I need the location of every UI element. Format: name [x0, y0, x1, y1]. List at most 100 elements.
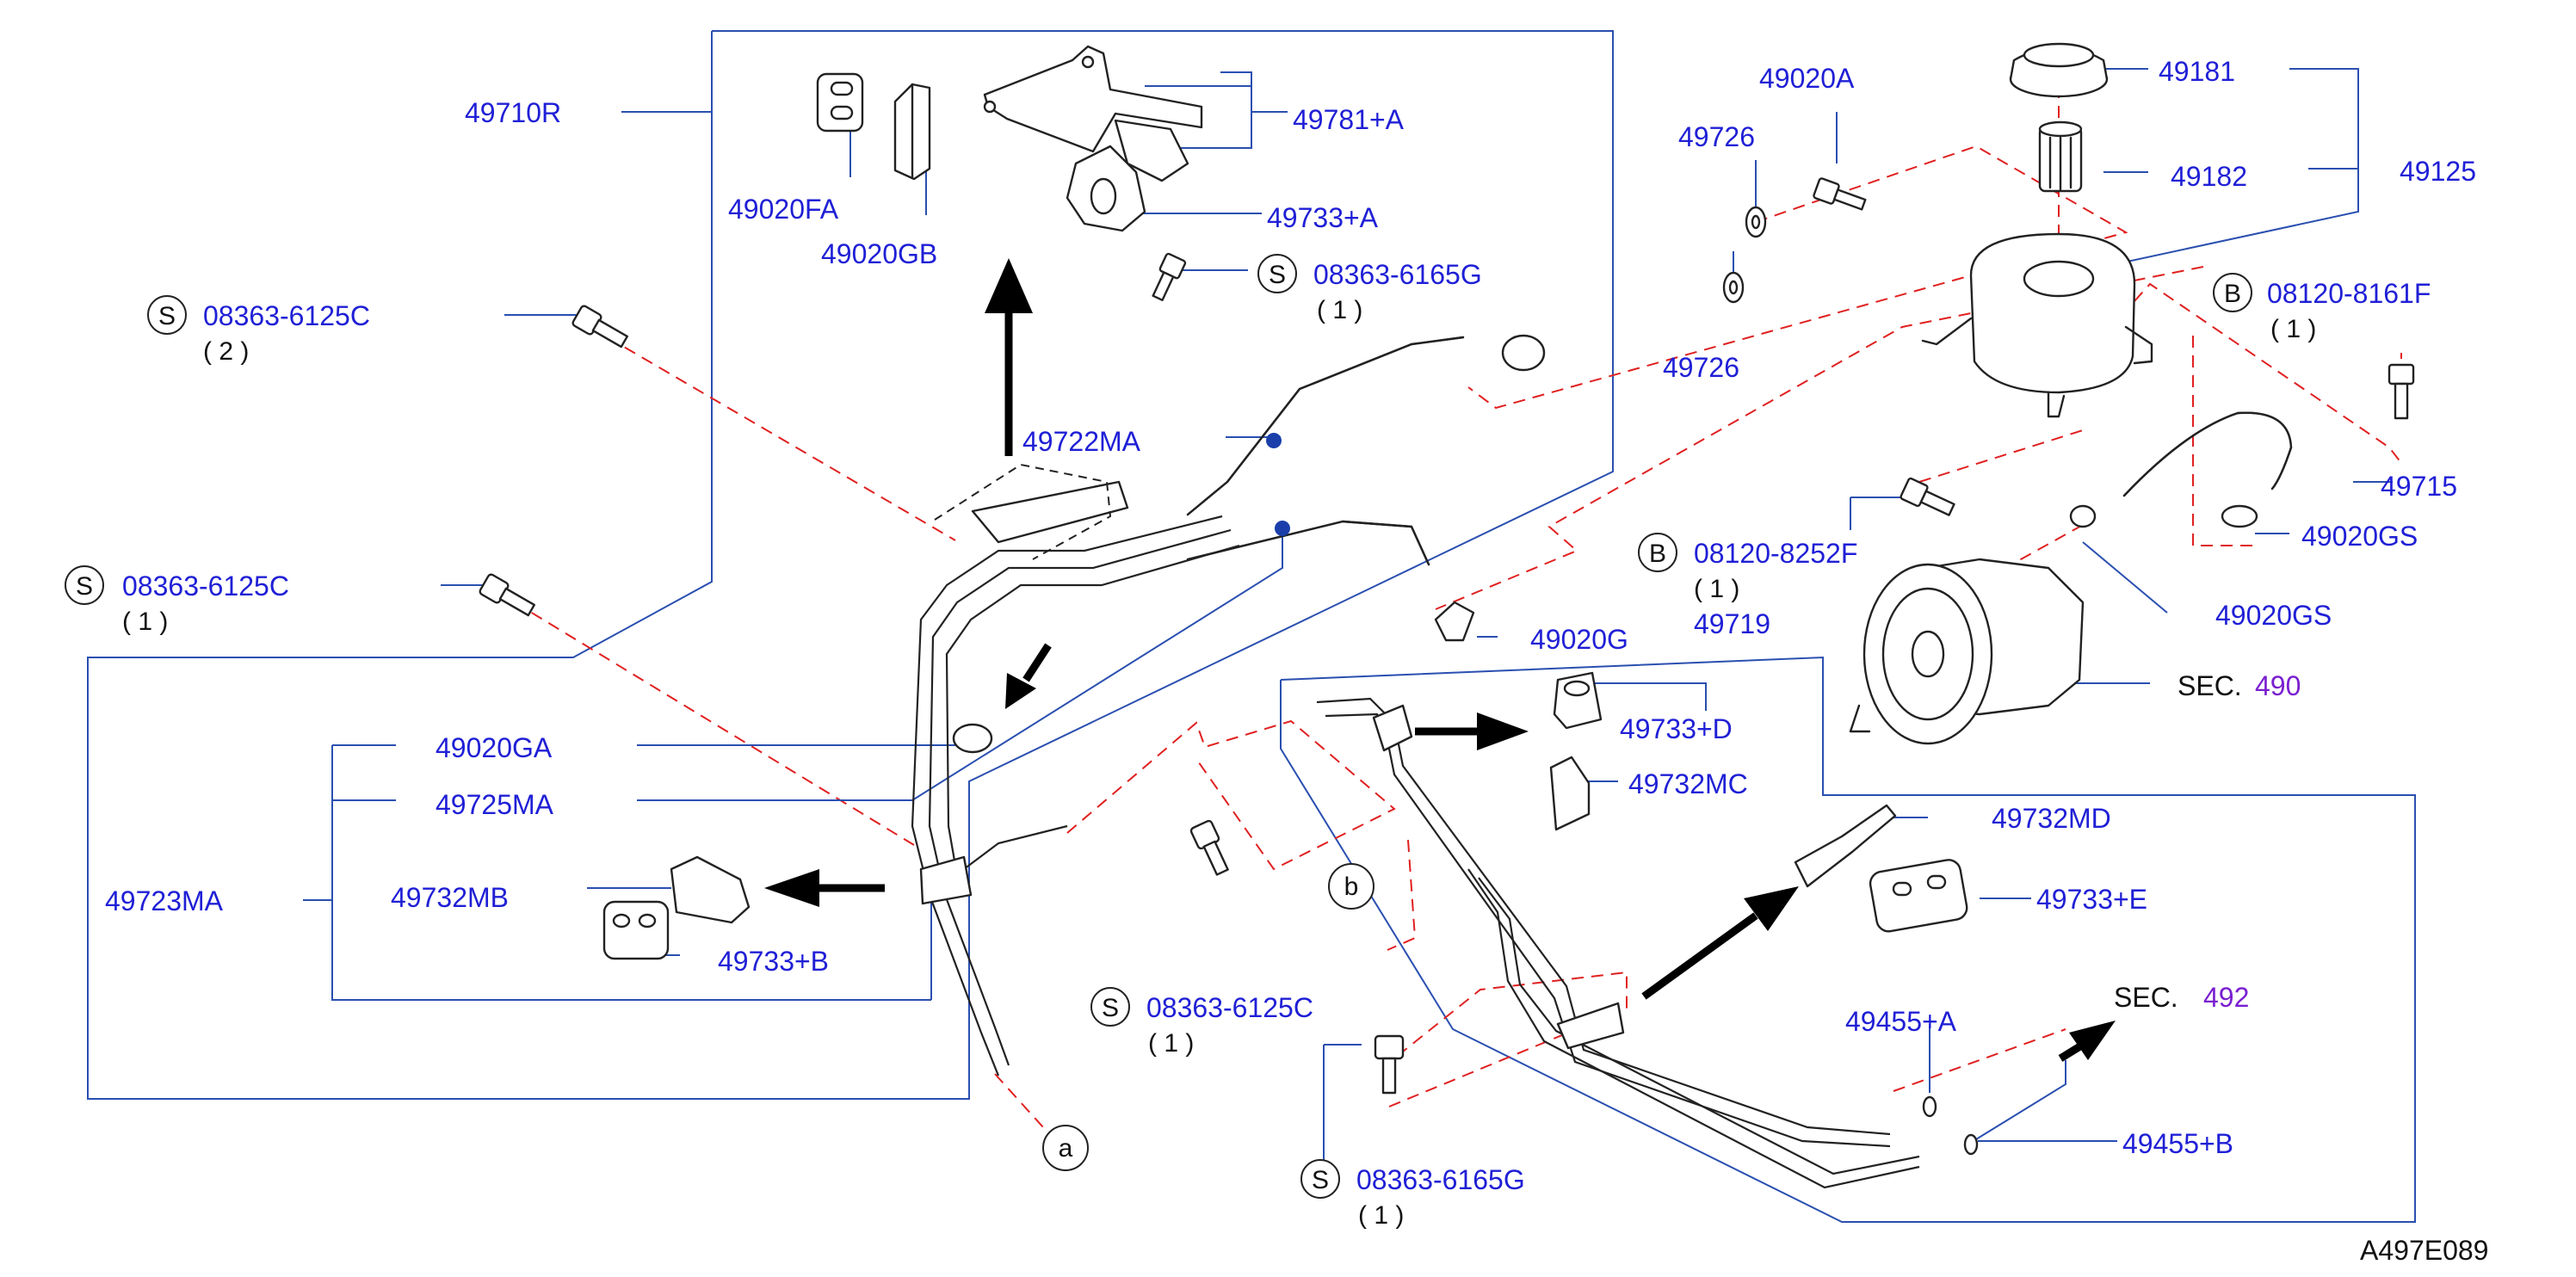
fastener-qty: ( 1 ) [1317, 296, 1362, 324]
bracket-49732MB-shape [670, 855, 751, 924]
dash-lower-bolt [1388, 971, 1628, 1107]
label-49733D: 49733+D [1620, 713, 1733, 744]
hose-clamp-shapes [2069, 504, 2258, 528]
dash-b-lower [1387, 839, 1417, 951]
fastener-qty: ( 2 ) [203, 337, 249, 366]
label-49455A: 49455+A [1845, 1006, 1957, 1037]
clamp-49020GA-shape [952, 723, 993, 754]
label-49733A: 49733+A [1267, 202, 1379, 233]
dash-outline-bracket [934, 463, 1112, 560]
marker-a: a [1042, 1125, 1089, 1171]
dash-a [994, 1073, 1044, 1128]
fastener-symbol: S [1269, 261, 1286, 289]
label-49715: 49715 [2381, 471, 2457, 502]
label-49733E: 49733+E [2036, 884, 2147, 915]
pressure-hose-49722MA [1186, 334, 1546, 566]
fastener-code: 08120-8161F [2267, 278, 2431, 309]
bracket-49020GB-shape [893, 83, 931, 181]
label-49020GS-left: 49020GS [2215, 600, 2332, 631]
insulator-49733E-shape [1869, 859, 1968, 933]
fastener-qty: ( 1 ) [1358, 1201, 1404, 1230]
label-49125: 49125 [2400, 156, 2476, 187]
fastener-callout-08363-6125C-2: S 08363-6125C ( 2 ) [147, 295, 370, 366]
label-49726-upper: 49726 [1678, 121, 1755, 152]
arrow-left [764, 869, 885, 907]
marker-b-letter: b [1344, 873, 1359, 901]
dash-pump-body [2005, 524, 2084, 569]
filter-49182-shape [2038, 120, 2083, 193]
fastener-qty: ( 1 ) [2270, 315, 2316, 343]
label-49020G: 49020G [1530, 624, 1628, 655]
dash-bolt-08120-8252F [1918, 429, 2084, 483]
fastener-callout-08363-6125C-1-mid: S 08363-6125C ( 1 ) [1090, 987, 1313, 1058]
label-49722MA: 49722MA [1022, 426, 1141, 457]
washer-shapes [1722, 206, 1767, 304]
label-49455B: 49455+B [2122, 1128, 2233, 1159]
fastener-symbol: S [76, 572, 93, 601]
label-49781A: 49781+A [1293, 104, 1405, 135]
clamp-49020FA-shape [816, 72, 864, 133]
label-49020FA: 49020FA [728, 194, 839, 225]
insulator-49733B-shape [602, 900, 670, 960]
label-49020GS-right: 49020GS [2301, 521, 2418, 552]
bracket-49732MD-shape [1794, 804, 1897, 888]
fastener-callout-08120-8161F: B 08120-8161F ( 1 ) [2213, 273, 2431, 343]
dash-washer-49726 [1467, 145, 2128, 410]
label-49020GA: 49020GA [436, 732, 553, 763]
bracket-49781A-shape [983, 45, 1203, 182]
oring-shapes [1922, 1095, 1979, 1156]
insulator-49733D-shape [1553, 671, 1603, 730]
label-49723MA: 49723MA [105, 885, 224, 916]
section-ref-492: SEC. 492 [2114, 982, 2249, 1013]
fastener-symbol: B [1649, 540, 1666, 568]
bracket-49732MC-shape [1549, 756, 1591, 831]
fastener-symbol: S [1312, 1166, 1329, 1194]
dash-bolt-6125C-1 [514, 601, 915, 846]
fastener-symbol: S [158, 302, 176, 330]
dash-reservoir [2134, 282, 2402, 464]
section-prefix: SEC. [2178, 670, 2242, 701]
fastener-callout-08120-8252F: B 08120-8252F ( 1 ) [1638, 533, 1857, 603]
fastener-callout-08363-6125C-1-left: S 08363-6125C ( 1 ) [65, 565, 289, 636]
label-49181: 49181 [2159, 56, 2235, 87]
section-number: 490 [2255, 670, 2301, 701]
fastener-callout-08363-6165G-bottom: S 08363-6165G ( 1 ) [1300, 1159, 1525, 1230]
marker-b: b [1328, 863, 1374, 910]
marker-a-letter: a [1059, 1134, 1073, 1163]
fastener-code: 08363-6165G [1313, 259, 1482, 290]
pump-shape [1849, 558, 2085, 745]
cap-49181-shape [2009, 42, 2109, 98]
section-number: 492 [2203, 982, 2249, 1013]
fastener-callout-08363-6165G-top: S 08363-6165G ( 1 ) [1257, 254, 1482, 324]
steel-tubes-49719 [1316, 697, 1920, 1189]
arrow-right [1415, 713, 1529, 750]
group-box-49723MA [331, 745, 931, 1001]
section-prefix: SEC. [2114, 982, 2178, 1013]
drawing-code: A497E089 [2360, 1235, 2488, 1266]
fastener-code: 08363-6165G [1356, 1164, 1525, 1195]
arrow-sec-492 [2058, 1021, 2116, 1062]
return-tubes-49725MA [911, 480, 1240, 1077]
group-box-49710R [87, 30, 1614, 1100]
dash-hose-loop [2192, 336, 2255, 546]
fastener-qty: ( 1 ) [1148, 1029, 1194, 1058]
label-49725MA: 49725MA [436, 789, 554, 820]
insulator-49733A-shape [1066, 145, 1146, 232]
fastener-code: 08363-6125C [203, 300, 370, 331]
dash-return-a [1066, 719, 1396, 871]
clamp-49020G-shape [1434, 601, 1475, 642]
label-49020GB: 49020GB [821, 238, 937, 269]
fastener-code: 08363-6125C [122, 571, 289, 601]
arrow-up-right-49732MD [1641, 886, 1799, 1000]
label-49733B: 49733+B [718, 946, 829, 977]
fastener-qty: ( 1 ) [122, 608, 168, 636]
hose-49715-shape [2122, 411, 2293, 497]
label-49726-lower: 49726 [1663, 352, 1739, 383]
arrow-up [985, 258, 1033, 456]
label-49732MB: 49732MB [391, 882, 509, 913]
group-box-49719 [1280, 656, 2416, 1223]
label-49719: 49719 [1694, 608, 1770, 639]
fastener-symbol: B [2224, 280, 2241, 308]
arrow-down-left [1005, 643, 1052, 709]
